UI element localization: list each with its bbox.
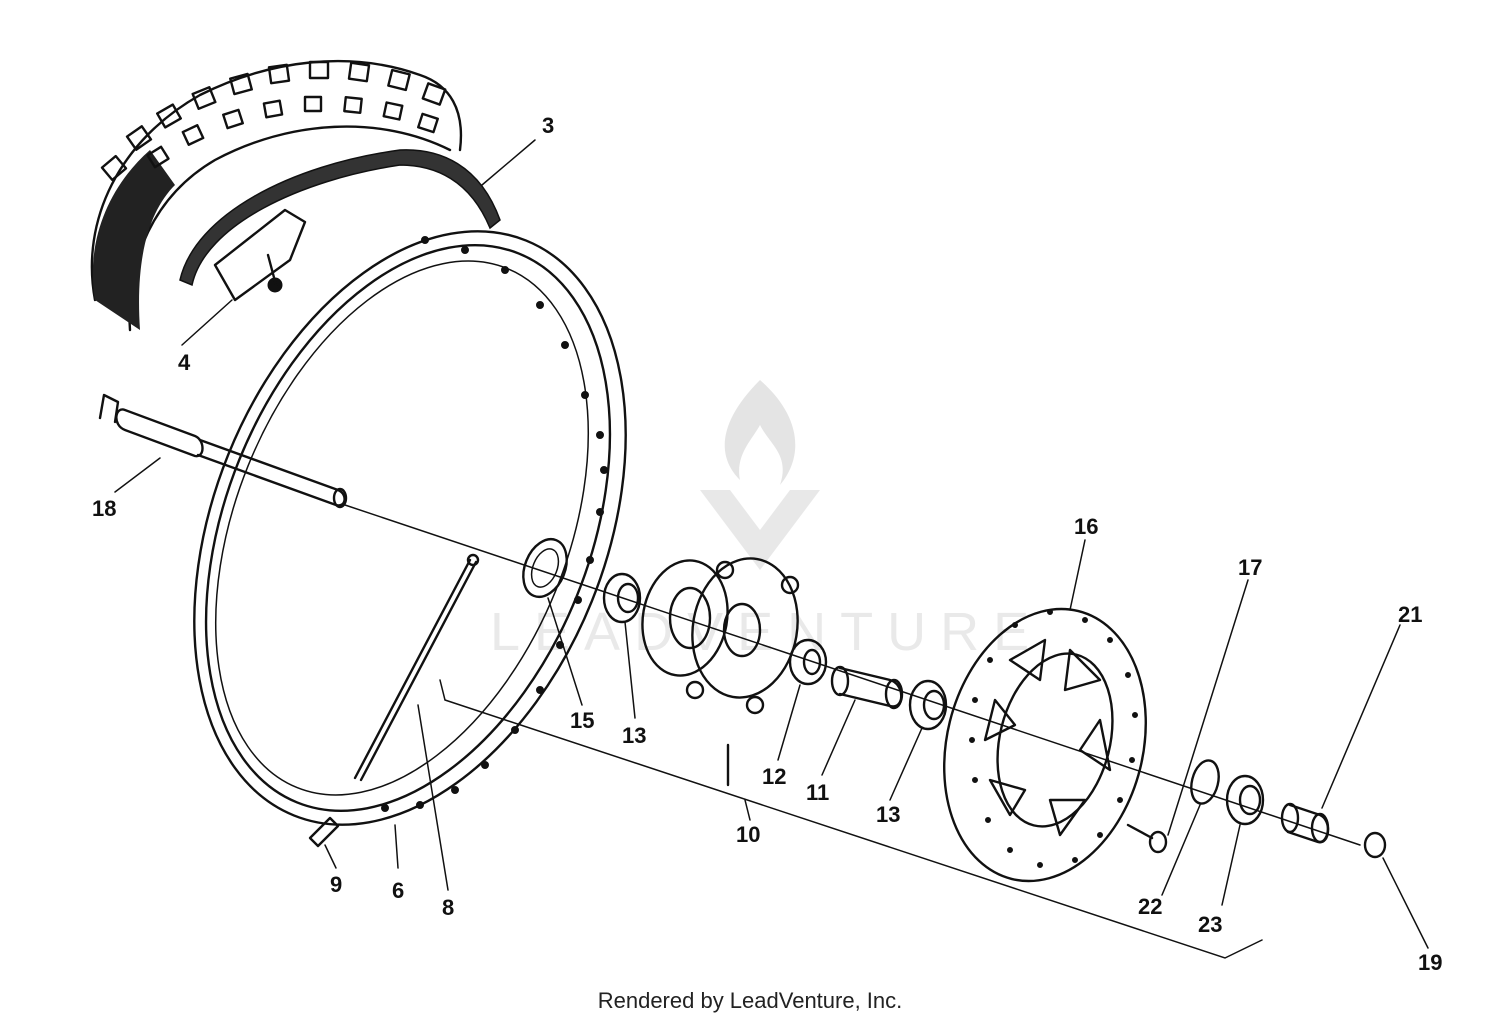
right-bearing xyxy=(1225,774,1265,826)
tire-section xyxy=(90,59,463,332)
leader-lines xyxy=(114,139,1429,949)
rim-valve xyxy=(308,816,340,848)
wheel-bearing-right xyxy=(908,679,948,731)
hub-inner-bearing xyxy=(788,638,828,686)
leadventure-watermark: LEADVENTURE xyxy=(490,380,1043,662)
wheel-bearing-left xyxy=(602,572,642,624)
rim-lock xyxy=(213,208,307,302)
callout-13-right: 13 xyxy=(876,802,900,827)
callout-6: 6 xyxy=(392,878,404,903)
callout-labels: 3 4 18 9 6 8 15 13 12 11 13 10 16 17 21 … xyxy=(92,113,1442,975)
callout-8: 8 xyxy=(442,895,454,920)
axle-nut xyxy=(1363,831,1387,859)
right-spacer xyxy=(1280,802,1330,844)
callout-12: 12 xyxy=(762,764,786,789)
callout-15: 15 xyxy=(570,708,594,733)
callout-13-left: 13 xyxy=(622,723,646,748)
callout-18: 18 xyxy=(92,496,116,521)
watermark-text: LEADVENTURE xyxy=(490,602,1043,662)
callout-19: 19 xyxy=(1418,950,1442,975)
rim xyxy=(193,230,627,826)
wheel-hub xyxy=(641,557,800,787)
right-seal xyxy=(1190,759,1220,805)
front-axle xyxy=(98,393,1361,846)
disc-bolt xyxy=(1126,823,1168,854)
callout-9: 9 xyxy=(330,872,342,897)
callout-11: 11 xyxy=(806,780,829,805)
spoke xyxy=(353,553,480,782)
brake-disc xyxy=(943,607,1147,883)
callout-22: 22 xyxy=(1138,894,1162,919)
rendered-by-footer: Rendered by LeadVenture, Inc. xyxy=(597,988,903,1013)
hub-group-tick xyxy=(744,799,751,821)
hub-spacer xyxy=(830,665,904,710)
hub-group-bracket xyxy=(439,679,1263,959)
callout-4: 4 xyxy=(178,350,191,375)
tire-tread-blocks xyxy=(100,60,447,182)
callout-21: 21 xyxy=(1398,602,1422,627)
rim-tape xyxy=(179,149,501,287)
callout-10: 10 xyxy=(736,822,760,847)
callout-23: 23 xyxy=(1198,912,1222,937)
wheel-seal xyxy=(522,537,568,599)
callout-16: 16 xyxy=(1074,514,1098,539)
callout-17: 17 xyxy=(1238,555,1262,580)
callout-3: 3 xyxy=(542,113,554,138)
